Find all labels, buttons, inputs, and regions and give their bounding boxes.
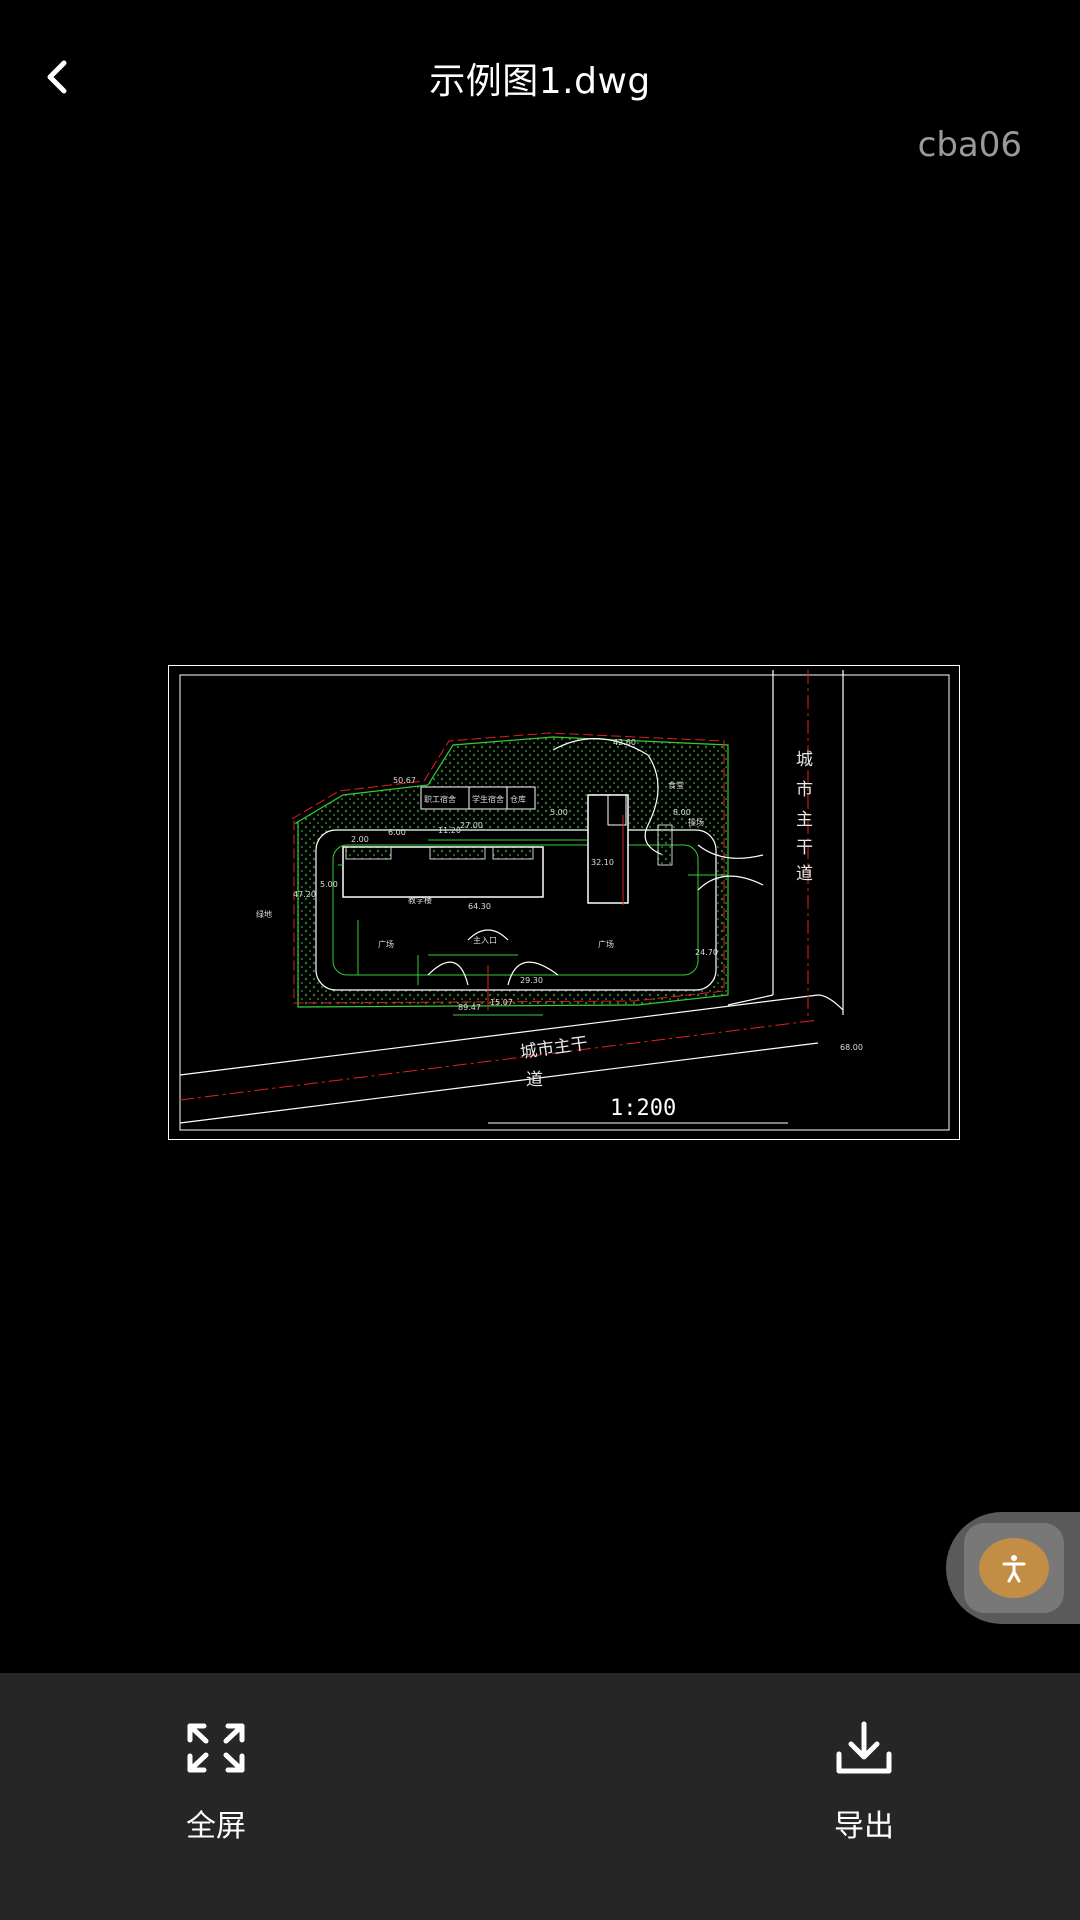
dim-5: 6.00	[388, 828, 406, 837]
cad-drawing-viewer[interactable]: 教学楼 广场 广场 主入口 职工宿舍 学生宿舍 仓库 食堂 绿地 操场 50.6…	[168, 665, 960, 1140]
fullscreen-button[interactable]: 全屏	[136, 1713, 296, 1845]
back-button[interactable]	[30, 45, 84, 109]
dim-9: 32.10	[591, 858, 614, 867]
page-title: 示例图1.dwg	[429, 61, 651, 102]
main-road-label-2: 道	[526, 1070, 543, 1090]
label-staff-dorm: 职工宿舍	[424, 794, 456, 804]
road-labels: 城市主干 道 城 市 主 干 道	[519, 750, 813, 1090]
side-road-char-5: 道	[796, 864, 813, 884]
label-main-entrance: 主入口	[473, 935, 497, 945]
dim-3: 27.00	[460, 821, 483, 830]
chevron-left-icon	[47, 60, 67, 94]
label-square-1: 广场	[378, 939, 394, 949]
label-student-dorm: 学生宿舍	[472, 794, 504, 804]
fullscreen-label: 全屏	[186, 1809, 246, 1844]
floating-assist-button[interactable]	[946, 1512, 1080, 1624]
export-label: 导出	[834, 1809, 894, 1844]
dim-8: 64.30	[468, 902, 491, 911]
dim-13: 89.47	[458, 1003, 481, 1012]
side-road-char-3: 主	[796, 810, 813, 830]
side-road-char-2: 市	[796, 780, 813, 800]
dim-6: 5.00	[320, 880, 338, 889]
inner-frame	[179, 674, 950, 1131]
side-road-char-1: 城	[796, 750, 813, 770]
label-field: 操场	[688, 817, 704, 827]
site-plan	[290, 732, 764, 1016]
expand-icon	[187, 1723, 245, 1773]
dim-7: 11.20	[438, 826, 461, 835]
floating-assist-inner	[964, 1523, 1064, 1613]
label-canteen: 食堂	[668, 780, 684, 790]
bottom-action-bar: 全屏 导出	[0, 1673, 1080, 1920]
dim-16: 29.30	[520, 976, 543, 985]
export-button[interactable]: 导出	[784, 1713, 944, 1845]
dim-1: 50.67	[393, 776, 416, 785]
top-bar: 示例图1.dwg cba06	[0, 0, 1080, 165]
drawing-annotations: 教学楼 广场 广场 主入口 职工宿舍 学生宿舍 仓库 食堂 绿地 操场 50.6…	[256, 738, 863, 1052]
side-road-char-4: 干	[796, 838, 813, 858]
label-green: 绿地	[256, 909, 272, 919]
accessibility-icon	[979, 1538, 1049, 1598]
label-warehouse: 仓库	[510, 794, 526, 804]
dim-17: 47.20	[293, 890, 316, 899]
user-watermark: cba06	[917, 125, 1022, 165]
dim-10: 8.00	[673, 808, 691, 817]
label-teaching: 教学楼	[408, 895, 432, 905]
dim-11: 5.00	[550, 808, 568, 817]
download-icon	[836, 1721, 892, 1774]
cad-drawing: 教学楼 广场 广场 主入口 职工宿舍 学生宿舍 仓库 食堂 绿地 操场 50.6…	[168, 665, 960, 1140]
scale-label: 1:200	[610, 1096, 676, 1121]
dim-15: 24.70	[695, 948, 718, 957]
main-road	[179, 670, 844, 1124]
dim-2: 42.60	[613, 738, 636, 747]
dim-14: 68.00	[840, 1043, 863, 1052]
label-square-2: 广场	[598, 939, 614, 949]
dim-12: 15.07	[490, 998, 513, 1007]
dim-4: 2.00	[351, 835, 369, 844]
